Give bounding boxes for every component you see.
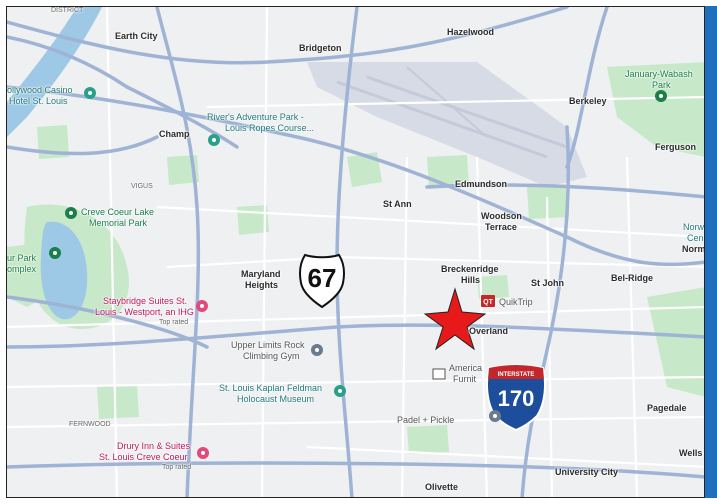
label-staybridge-line1: Staybridge Suites St. (103, 296, 188, 306)
us-highway-shield-icon: 67 (299, 253, 345, 309)
label-quiktrip: QuikTrip (499, 297, 533, 307)
star-marker-icon[interactable] (423, 287, 487, 351)
label-vigus: VIGUS (131, 183, 153, 190)
interstate-shield-icon: INTERSTATE 170 (486, 364, 546, 432)
park-pin-icon[interactable] (49, 247, 61, 259)
label-olivette: Olivette (425, 482, 459, 492)
label-norm: Norm (682, 244, 705, 254)
label-champ: Champ (159, 129, 190, 139)
label-edmundson: Edmundson (455, 179, 507, 189)
park-pin-icon[interactable] (208, 134, 220, 146)
label-upper-limits-line2: Climbing Gym (243, 351, 300, 361)
us-67-shield-text: 67 (308, 263, 337, 293)
park-pin-icon[interactable] (65, 207, 77, 219)
label-bridgeton: Bridgeton (299, 43, 342, 53)
park-pin-icon[interactable] (84, 87, 96, 99)
label-january-wabash-line1: January-Wabash (625, 69, 693, 79)
map-frame[interactable]: 67 INTERSTATE 170 QT (6, 6, 705, 498)
label-wells: Wells (679, 448, 703, 458)
label-river-adventure-line2: Louis Ropes Course... (225, 123, 315, 133)
park-pin-icon[interactable] (655, 90, 667, 102)
label-earth-city: Earth City (115, 31, 158, 41)
label-hazelwood: Hazelwood (447, 27, 495, 37)
museum-pin-icon[interactable] (311, 344, 323, 356)
label-drury-line2: St. Louis Creve Coeur (99, 452, 188, 462)
shopping-pin-icon[interactable] (432, 368, 446, 380)
label-woodson-line1: Woodson (481, 211, 522, 221)
label-norw: Norw (683, 222, 705, 232)
label-berkeley: Berkeley (569, 96, 607, 106)
label-creve-lake-line1: Creve Coeur Lake (81, 207, 155, 217)
label-american-line1: America (449, 363, 483, 373)
label-padel-pickle: Padel + Pickle (397, 415, 455, 425)
label-river-adventure-line1: River's Adventure Park - (207, 112, 304, 122)
label-casino-line2: Hotel St. Louis (9, 96, 68, 106)
label-breckenridge-line1: Breckenridge (441, 264, 499, 274)
label-american-line2: Furnit (453, 374, 477, 384)
label-creve-lake-line2: Memorial Park (89, 218, 148, 228)
i-170-shield-text: 170 (498, 386, 535, 411)
label-maryland-line2: Heights (245, 280, 279, 290)
museum-pin-icon[interactable] (334, 385, 346, 397)
label-pagedale: Pagedale (647, 403, 687, 413)
side-accent-bar (705, 6, 717, 498)
label-bel-ridge: Bel-Ridge (611, 273, 654, 283)
i-170-shield-header: INTERSTATE (498, 372, 535, 378)
label-st-ann: St Ann (383, 199, 412, 209)
hotel-pin-icon[interactable] (196, 300, 208, 312)
map-canvas[interactable]: 67 INTERSTATE 170 QT (7, 7, 705, 498)
label-ur-park-line1: ur Park (7, 253, 37, 263)
label-january-wabash-line2: Park (652, 80, 671, 90)
park-pin-icon[interactable] (489, 410, 501, 422)
label-cen: Cen (687, 233, 704, 243)
label-upper-limits-line1: Upper Limits Rock (231, 340, 305, 350)
label-casino-line1: ollywood Casino (7, 85, 73, 95)
label-ur-park-line2: omplex (7, 264, 37, 274)
label-maryland-line1: Maryland (241, 269, 281, 279)
label-ferguson: Ferguson (655, 142, 697, 152)
label-kaplan-line2: Holocaust Museum (237, 394, 315, 404)
label-overland: Overland (469, 326, 509, 336)
label-district: DISTRICT (51, 7, 84, 14)
label-fernwood: FERNWOOD (69, 421, 111, 428)
label-st-john: St John (531, 278, 564, 288)
label-university-city: University City (555, 467, 619, 477)
label-staybridge-rating: Top rated (159, 319, 189, 326)
label-drury-rating: Top rated (162, 464, 192, 471)
qt-logo-text: QT (483, 299, 493, 306)
label-breckenridge-line2: Hills (461, 275, 481, 285)
label-kaplan-line1: St. Louis Kaplan Feldman (219, 383, 323, 393)
qt-logo-icon: QT (481, 295, 495, 307)
label-drury-line1: Drury Inn & Suites (117, 441, 191, 451)
hotel-pin-icon[interactable] (197, 447, 209, 459)
label-staybridge-line2: Louis - Westport, an IHG (95, 307, 194, 317)
label-woodson-line2: Terrace (485, 222, 517, 232)
